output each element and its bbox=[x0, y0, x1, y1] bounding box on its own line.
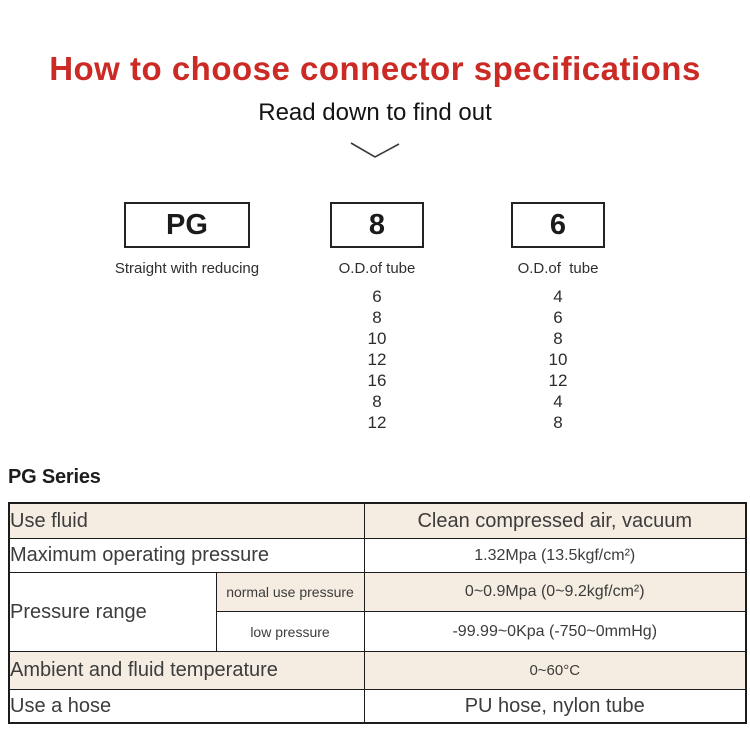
spec-option: 12 bbox=[367, 350, 387, 369]
table-row: Pressure range normal use pressure 0~0.9… bbox=[8, 572, 747, 652]
spec-option: 12 bbox=[548, 371, 568, 390]
row-label-hose: Use a hose bbox=[8, 689, 365, 724]
row-sublabel-low-pressure: low pressure bbox=[215, 611, 365, 652]
spec-option: 6 bbox=[553, 308, 563, 327]
spec-option: 8 bbox=[372, 392, 382, 411]
table-row: Use fluid Clean compressed air, vacuum bbox=[8, 502, 747, 539]
spec-option-list: 6 8 10 12 16 8 12 bbox=[297, 286, 457, 433]
row-value-low-pressure: -99.99~0Kpa (-750~0mmHg) bbox=[363, 611, 747, 652]
spec-option: 6 bbox=[372, 287, 382, 306]
row-value-use-fluid: Clean compressed air, vacuum bbox=[363, 502, 747, 539]
row-value-hose: PU hose, nylon tube bbox=[363, 689, 747, 724]
spec-option: 8 bbox=[372, 308, 382, 327]
code-text: 8 bbox=[368, 208, 386, 241]
code-text: PG bbox=[166, 208, 208, 241]
table-row: low pressure -99.99~0Kpa (-750~0mmHg) bbox=[9, 611, 747, 652]
row-label-use-fluid: Use fluid bbox=[8, 502, 365, 539]
code-label: Straight with reducing bbox=[114, 260, 260, 277]
row-value-max-pressure: 1.32Mpa (13.5kgf/cm²) bbox=[363, 538, 747, 573]
code-box-tube-od-1: 8 bbox=[330, 202, 424, 248]
chevron-down-icon bbox=[348, 139, 402, 166]
spec-option: 16 bbox=[367, 371, 387, 390]
row-label-pressure-range: Pressure range bbox=[8, 572, 217, 652]
spec-option: 10 bbox=[548, 350, 568, 369]
spec-option: 10 bbox=[367, 329, 387, 348]
table-row: Ambient and fluid temperature 0~60°C bbox=[8, 651, 747, 690]
spec-column-series: PG Straight with reducing bbox=[107, 202, 267, 277]
spec-table: Use fluid Clean compressed air, vacuum M… bbox=[8, 502, 747, 724]
table-row: Maximum operating pressure 1.32Mpa (13.5… bbox=[8, 538, 747, 573]
spec-column-tube-od-1: 8 O.D.of tube 6 8 10 12 16 8 12 bbox=[297, 202, 457, 433]
code-box-tube-od-2: 6 bbox=[511, 202, 605, 248]
page-subtitle: Read down to find out bbox=[258, 99, 492, 126]
spec-option: 4 bbox=[553, 287, 563, 306]
row-sublabel-normal-pressure: normal use pressure bbox=[215, 572, 365, 612]
code-label: O.D.of tube bbox=[517, 260, 599, 277]
spec-option: 12 bbox=[367, 413, 387, 432]
spec-option: 4 bbox=[553, 392, 563, 411]
row-label-max-pressure: Maximum operating pressure bbox=[8, 538, 365, 573]
row-value-normal-pressure: 0~0.9Mpa (0~9.2kgf/cm²) bbox=[363, 572, 747, 612]
spec-option-list: 4 6 8 10 12 4 8 bbox=[478, 286, 638, 433]
page-title: How to choose connector specifications bbox=[49, 50, 701, 87]
row-value-temperature: 0~60°C bbox=[363, 651, 747, 690]
row-label-temperature: Ambient and fluid temperature bbox=[8, 651, 365, 690]
series-heading: PG Series bbox=[8, 466, 101, 488]
code-label: O.D.of tube bbox=[338, 260, 416, 277]
spec-column-tube-od-2: 6 O.D.of tube 4 6 8 10 12 4 8 bbox=[478, 202, 638, 433]
code-text: 6 bbox=[549, 208, 567, 241]
table-row: Use a hose PU hose, nylon tube bbox=[8, 689, 747, 724]
spec-option: 8 bbox=[553, 329, 563, 348]
spec-option: 8 bbox=[553, 413, 563, 432]
code-box-series: PG bbox=[124, 202, 250, 248]
